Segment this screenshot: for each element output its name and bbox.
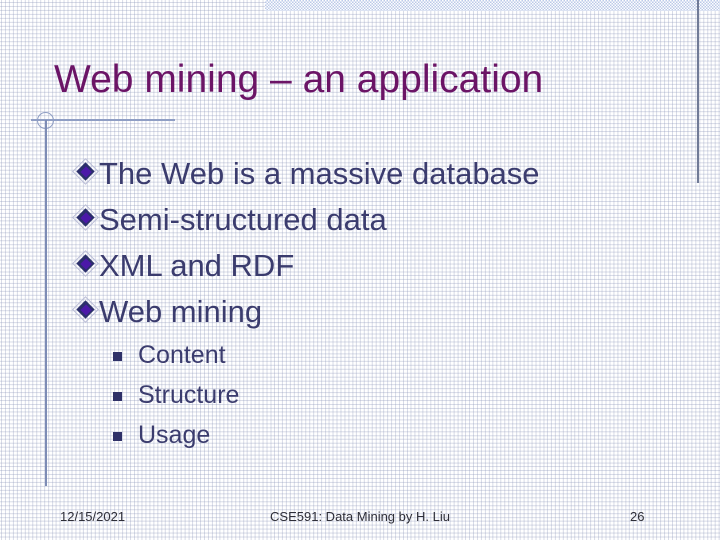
- square-bullet-icon: [113, 432, 122, 441]
- sub-bullet-list: Content Structure Usage: [113, 340, 613, 460]
- list-item-label: Semi-structured data: [99, 202, 387, 237]
- list-item-label: The Web is a massive database: [99, 156, 540, 191]
- left-vertical-rule: [45, 120, 47, 486]
- right-vertical-rule: [697, 0, 699, 183]
- title-underline-rule: [31, 119, 175, 121]
- list-item-label: XML and RDF: [99, 248, 295, 283]
- list-item-label: Web mining: [99, 294, 263, 329]
- footer-date: 12/15/2021: [60, 509, 126, 524]
- diamond-bullet-icon: [72, 296, 99, 323]
- square-bullet-icon: [113, 392, 122, 401]
- list-item-label: Usage: [138, 421, 211, 449]
- bullet-list: The Web is a massive database Semi-struc…: [72, 155, 668, 339]
- top-accent-band: [265, 0, 720, 11]
- footer-page-number: 26: [630, 509, 645, 524]
- list-item: The Web is a massive database: [72, 155, 668, 191]
- list-item: Semi-structured data: [72, 201, 668, 237]
- footer-course-title: CSE591: Data Mining by H. Liu: [270, 509, 450, 524]
- diamond-bullet-icon: [72, 250, 99, 277]
- diamond-bullet-icon: [72, 158, 99, 185]
- list-item: Content: [113, 340, 613, 370]
- page-title: Web mining – an application: [54, 58, 544, 101]
- list-item-label: Content: [138, 341, 226, 369]
- list-item-label: Structure: [138, 381, 240, 409]
- square-bullet-icon: [113, 352, 122, 361]
- diamond-bullet-icon: [72, 204, 99, 231]
- list-item: Structure: [113, 380, 613, 410]
- list-item: Web mining: [72, 293, 668, 329]
- list-item: XML and RDF: [72, 247, 668, 283]
- list-item: Usage: [113, 420, 613, 450]
